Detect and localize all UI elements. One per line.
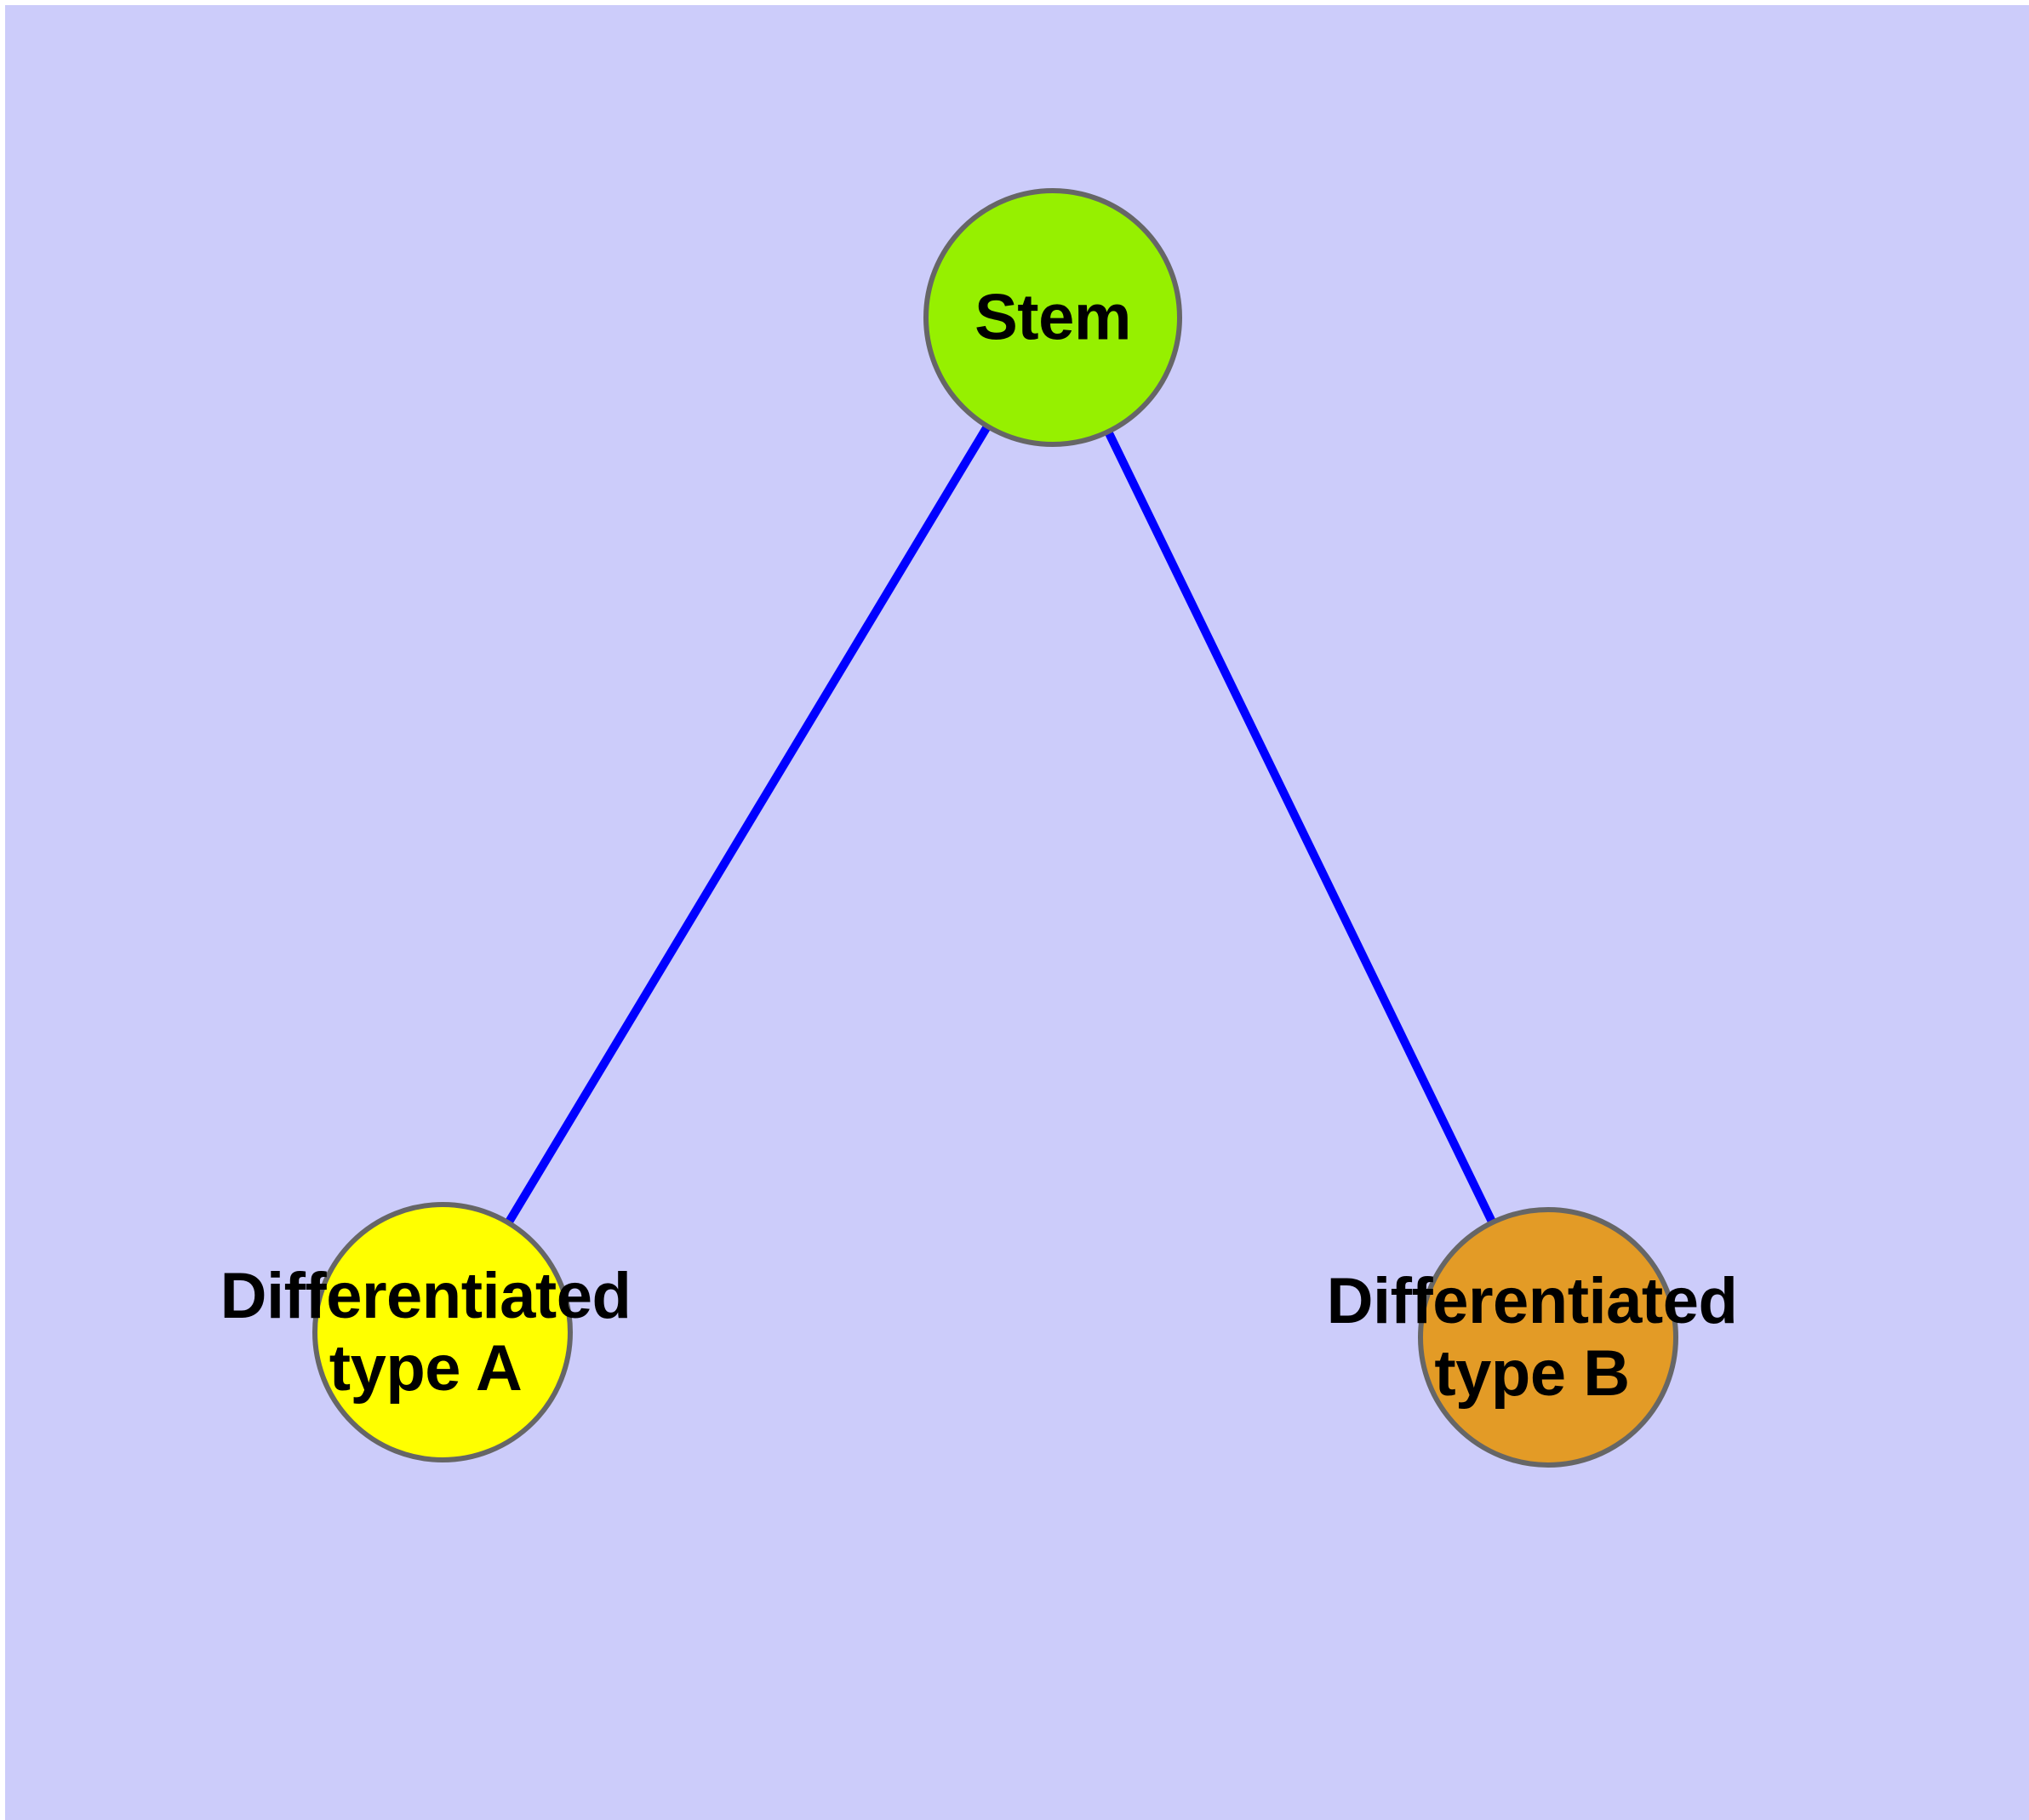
edge-stem-to-diff-b[interactable] — [1049, 315, 1552, 1340]
node-differentiated-type-b[interactable] — [1418, 1207, 1678, 1468]
node-layer — [312, 188, 1678, 1468]
node-differentiated-type-a[interactable] — [312, 1202, 573, 1462]
edge-layer — [438, 315, 1552, 1340]
node-stem[interactable] — [923, 188, 1182, 447]
edge-stem-to-diff-a[interactable] — [438, 315, 1057, 1335]
